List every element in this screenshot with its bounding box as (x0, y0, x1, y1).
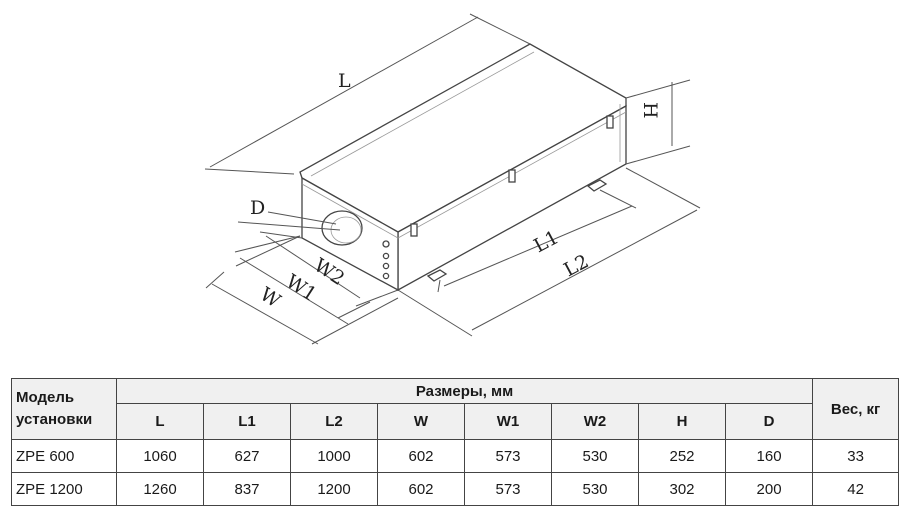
value-cell: 1060 (116, 439, 204, 473)
value-cell: 530 (551, 439, 639, 473)
label-h: H (639, 102, 661, 119)
dimension-l: L (204, 13, 531, 175)
value-cell: 252 (638, 439, 726, 473)
table-row: ZPE 600 1060 627 1000 602 573 530 252 16… (11, 439, 900, 473)
weight-cell: 42 (812, 472, 900, 506)
mounting-brackets (426, 179, 608, 282)
table-row: ZPE 1200 1260 837 1200 602 573 530 302 2… (11, 472, 900, 506)
column-header: L (116, 403, 204, 440)
sizes-header: Размеры, мм (115, 378, 814, 404)
model-cell: ZPE 1200 (11, 472, 117, 506)
column-header: L2 (290, 403, 378, 440)
label-l: L (338, 70, 351, 92)
column-header: L1 (203, 403, 291, 440)
value-cell: 573 (464, 472, 552, 506)
duct-spigot (321, 210, 363, 246)
control-panel-icons (382, 240, 390, 280)
unit-dimension-drawing: L H L1 L2 D W2 W1 (204, 13, 701, 345)
label-l1: L1 (530, 226, 562, 257)
value-cell: 837 (203, 472, 291, 506)
model-cell: ZPE 600 (11, 439, 117, 473)
model-header: Модель установки (11, 378, 117, 440)
value-cell: 602 (377, 472, 465, 506)
label-d: D (250, 197, 265, 219)
column-header: W1 (464, 403, 552, 440)
value-cell: 573 (464, 439, 552, 473)
label-l2: L2 (560, 250, 592, 281)
column-header: W (377, 403, 465, 440)
weight-header: Вес, кг (812, 378, 900, 440)
weight-cell: 33 (812, 439, 900, 473)
label-w: W (256, 283, 285, 312)
column-header: D (724, 403, 814, 440)
value-cell: 160 (724, 439, 814, 473)
value-cell: 1000 (290, 439, 378, 473)
column-header: H (638, 403, 726, 440)
value-cell: 1200 (290, 472, 378, 506)
lid-latches (410, 115, 614, 237)
column-header-row: L L1 L2 W W1 W2 H D (12, 403, 899, 440)
value-cell: 1260 (116, 472, 204, 506)
value-cell: 200 (724, 472, 814, 506)
value-cell: 302 (638, 472, 726, 506)
value-cell: 627 (203, 439, 291, 473)
dimensions-table: Модель установки Размеры, мм Вес, кг L L… (11, 378, 900, 506)
dimension-d: D (237, 197, 341, 231)
value-cell: 530 (551, 472, 639, 506)
column-header: W2 (551, 403, 639, 440)
dimension-h: H (625, 79, 691, 165)
value-cell: 602 (377, 439, 465, 473)
